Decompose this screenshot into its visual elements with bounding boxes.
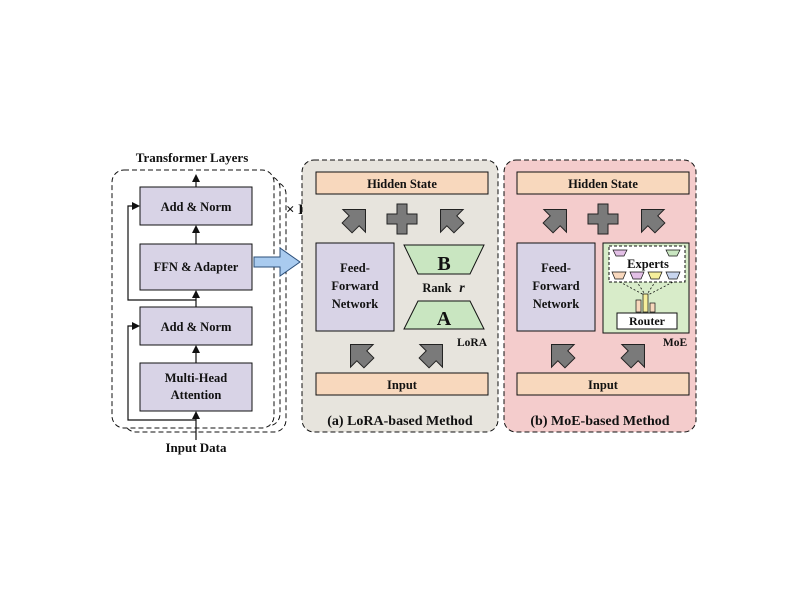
residual-lower [127,322,196,421]
lora-input-label: Input [387,378,418,392]
moe-plus-icon [587,203,619,235]
lora-hidden-state-box [315,171,489,195]
moe-ffn-line1: Feed- [541,261,571,275]
lora-panel: Hidden State Feed- Forward Network B Ran… [301,159,499,433]
moe-ffn-line3: Network [533,297,580,311]
lora-ffn-line2: Forward [331,279,378,293]
moe-hidden-state-label: Hidden State [568,177,638,191]
transformer-layers: Transformer Layers × L Add & Norm FFN & … [111,150,308,455]
moe-ffn-line2: Forward [532,279,579,293]
lora-input-arrow-right [418,344,443,369]
moe-input-box [516,372,690,396]
transformer-title: Transformer Layers [136,150,249,165]
multi-head-attention-block [139,362,253,412]
lora-ffn-line1: Feed- [340,261,370,275]
lora-matrix-a-label: A [437,308,452,330]
moe-module-label: MoE [663,337,688,349]
lora-input-arrow-left [350,344,375,369]
moe-input-arrow-right [620,344,645,369]
lora-ffn-box [315,242,395,332]
expert-icon [611,271,627,280]
moe-up-arrow-right [641,209,666,234]
add-norm-top-block [139,186,253,226]
lora-module-label: LoRA [457,337,488,349]
moe-input-label: Input [588,378,619,392]
router-score-bar [642,293,649,313]
ffn-adapter-block [139,243,253,291]
residual-upper [127,202,196,301]
mha-label-line1: Multi-Head [165,371,228,385]
lora-rank-symbol: r [459,281,465,296]
lora-up-arrow-right [440,209,465,234]
expert-icon [665,271,681,280]
expert-icon [612,249,628,257]
router-score-bar [635,299,642,313]
input-data-label: Input Data [165,440,227,455]
expert-icon [629,271,645,280]
router-label: Router [629,314,666,328]
moe-hidden-state-box [516,171,690,195]
moe-caption: (b) MoE-based Method [530,414,669,429]
lora-matrix-a [403,300,485,330]
moe-input-arrow-left [551,344,576,369]
lora-rank-label: Rank [422,281,451,295]
add-norm-top-label: Add & Norm [161,200,232,214]
ffn-adapter-label: FFN & Adapter [154,260,239,274]
expand-arrow [253,247,301,277]
experts-label: Experts [627,257,669,271]
mha-label-line2: Attention [171,388,222,402]
lora-ffn-line3: Network [332,297,379,311]
lora-caption: (a) LoRA-based Method [327,414,473,429]
router-score-bar [649,302,656,313]
flow-arrows [127,174,200,440]
add-norm-bottom-block [139,306,253,346]
lora-matrix-b [403,244,485,275]
add-norm-bottom-label: Add & Norm [161,320,232,334]
expert-icon [647,271,663,280]
lora-hidden-state-label: Hidden State [367,177,437,191]
lora-matrix-b-label: B [437,253,450,275]
moe-ffn-box [516,242,596,332]
expert-icon [665,249,681,257]
routing-lines [619,281,674,297]
moe-panel: Hidden State Feed- Forward Network Exper… [503,159,697,433]
moe-up-arrow-left [542,209,567,234]
lora-up-arrow-left [341,209,366,234]
router-box [616,312,678,330]
lora-plus-icon [386,203,418,235]
lora-input-box [315,372,489,396]
